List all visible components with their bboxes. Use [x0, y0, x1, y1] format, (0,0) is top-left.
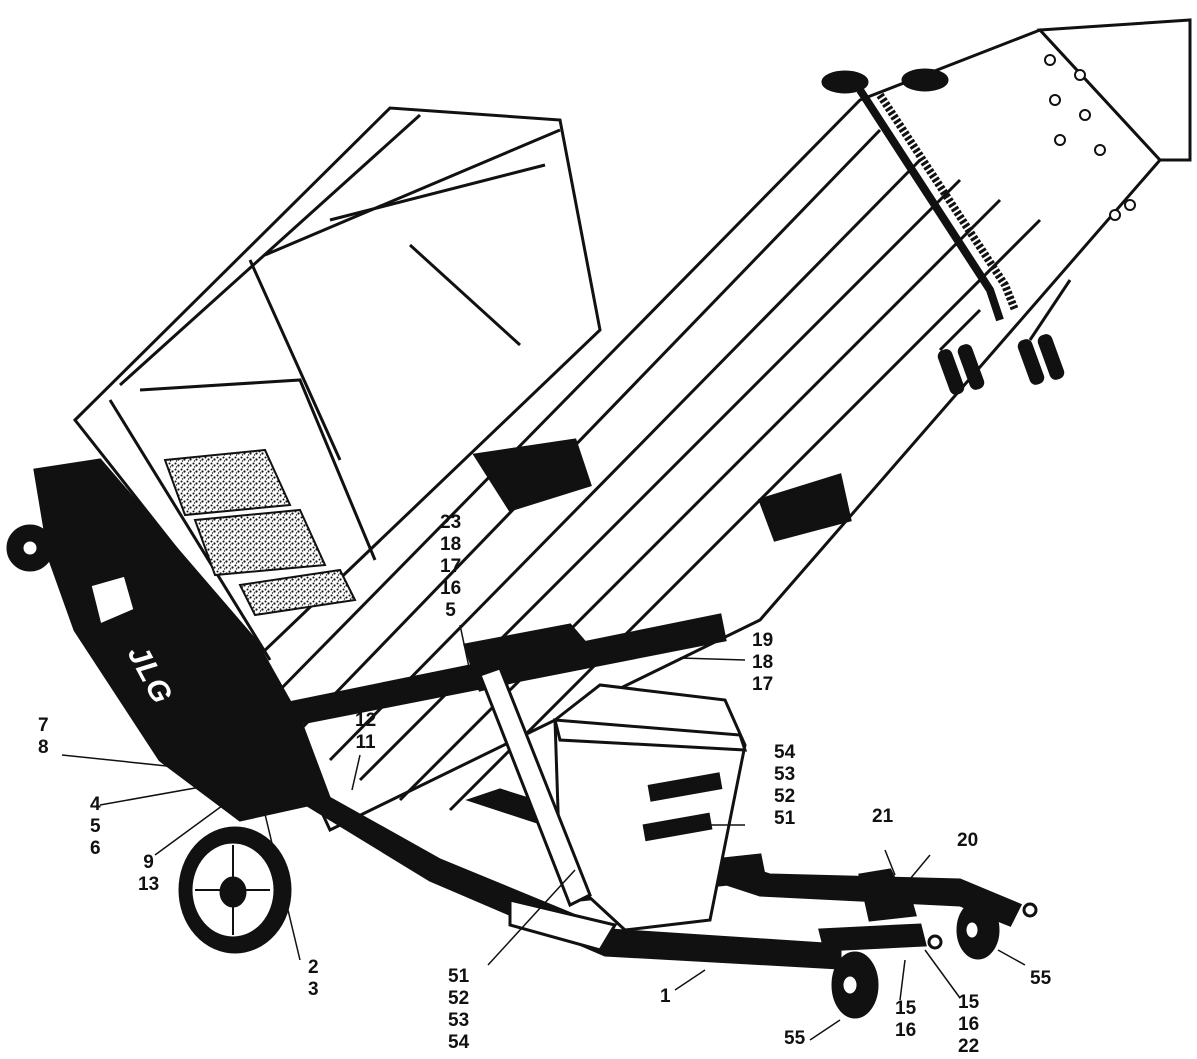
callout-21: 21 — [872, 806, 893, 828]
callout-label: 52 — [448, 988, 470, 1009]
callout-label: 17 — [440, 556, 462, 577]
callout-label: 12 — [355, 710, 377, 731]
callout-label: 21 — [872, 806, 894, 827]
callout-label: 54 — [448, 1032, 470, 1053]
leader-lines — [61, 624, 1026, 1041]
callout-label: 3 — [308, 979, 319, 1000]
callout-7-8: 7 8 — [38, 715, 49, 759]
callout-label: 5 — [445, 600, 456, 621]
callout-55-right: 55 — [1030, 968, 1051, 990]
callout-label: 15 — [895, 998, 917, 1019]
winch-cables — [821, 68, 1019, 322]
callout-label: 9 — [143, 852, 154, 873]
callout-1: 1 — [660, 986, 671, 1008]
callout-label: 52 — [774, 786, 796, 807]
callout-label: 20 — [957, 830, 979, 851]
callout-label: 18 — [440, 534, 462, 555]
callout-label: 55 — [1030, 968, 1052, 989]
callout-label: 11 — [355, 732, 376, 753]
callout-label: 7 — [38, 715, 49, 736]
callout-label: 51 — [448, 966, 470, 987]
callout-15-16: 15 16 — [895, 998, 916, 1042]
mast-bolts — [1044, 54, 1136, 221]
callout-54-51: 54 53 52 51 — [774, 742, 795, 830]
callout-label: 18 — [752, 652, 774, 673]
callout-label: 1 — [660, 986, 671, 1007]
callout-55-left: 55 — [784, 1028, 805, 1050]
callout-9-13: 9 13 — [138, 852, 159, 896]
callout-label: 13 — [138, 874, 160, 895]
callout-51-54: 51 52 53 54 — [448, 966, 469, 1054]
callout-label: 4 — [90, 794, 101, 815]
callout-label: 16 — [958, 1014, 980, 1035]
callout-label: 53 — [448, 1010, 470, 1031]
callout-12-11: 12 11 — [355, 710, 376, 754]
callout-label: 53 — [774, 764, 796, 785]
callout-2-3: 2 3 — [308, 957, 319, 1001]
callout-23-5: 23 18 17 16 5 — [440, 512, 461, 622]
callout-15-22: 15 16 22 — [958, 992, 979, 1058]
callout-4-6: 4 5 6 — [90, 794, 101, 860]
callout-label: 51 — [774, 808, 796, 829]
platform-floor-mats — [163, 448, 357, 617]
callout-label: 6 — [90, 838, 101, 859]
rear-wheel — [178, 826, 292, 954]
front-casters — [831, 900, 1038, 1019]
mast-assembly — [268, 18, 1192, 833]
callout-label: 2 — [308, 957, 319, 978]
callout-label: 16 — [895, 1020, 917, 1041]
callout-label: 17 — [752, 674, 774, 695]
tie-bar — [192, 613, 727, 744]
callout-20: 20 — [957, 830, 978, 852]
callout-label: 55 — [784, 1028, 806, 1049]
callout-label: 8 — [38, 737, 49, 758]
callout-label: 15 — [958, 992, 980, 1013]
callout-label: 16 — [440, 578, 462, 599]
callout-19-17: 19 18 17 — [752, 630, 773, 696]
support-strut — [478, 666, 592, 908]
callout-label: 54 — [774, 742, 796, 763]
callout-label: 5 — [90, 816, 101, 837]
callout-label: 19 — [752, 630, 774, 651]
callout-label: 23 — [440, 512, 462, 533]
callout-label: 22 — [958, 1036, 980, 1057]
winch-handles — [937, 279, 1072, 395]
